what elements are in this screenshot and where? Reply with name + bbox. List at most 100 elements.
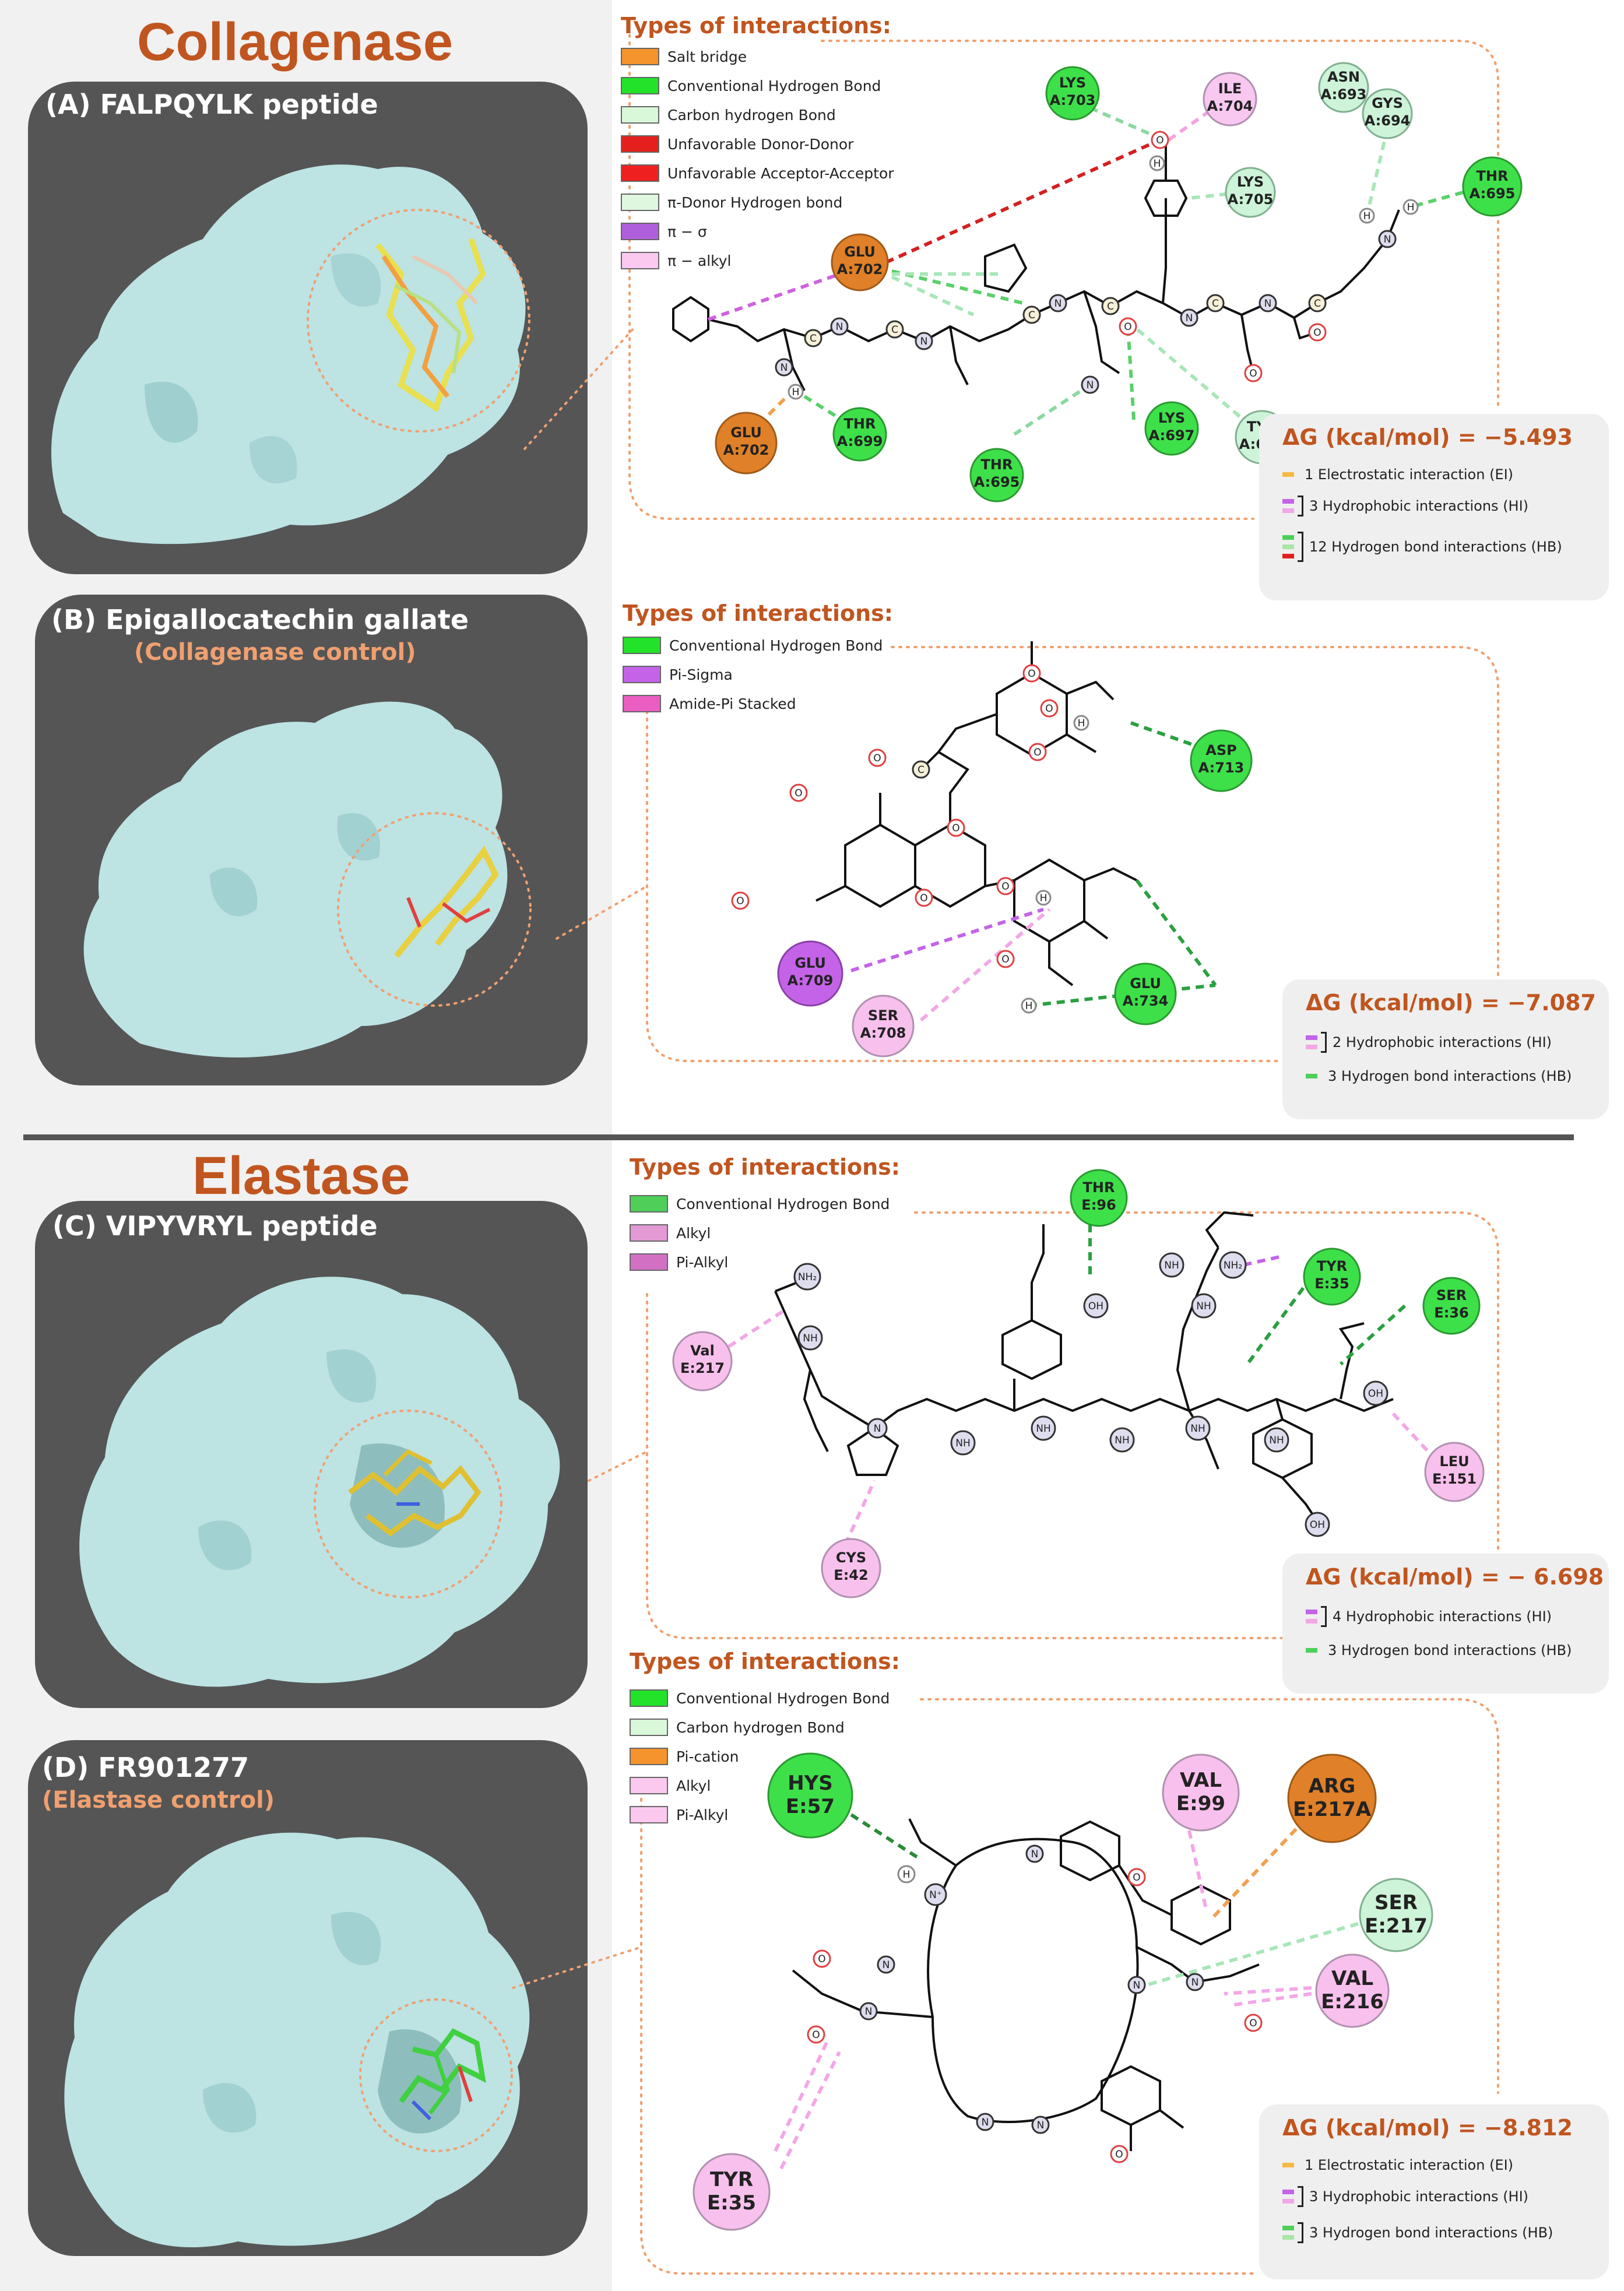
svg-text:O: O bbox=[1124, 321, 1131, 333]
atom-o: O bbox=[1022, 664, 1041, 683]
svg-text:SER: SER bbox=[1436, 1287, 1467, 1303]
legend-item: Unfavorable Donor-Donor bbox=[621, 129, 894, 159]
svg-text:O: O bbox=[1028, 668, 1035, 680]
svg-text:NH: NH bbox=[955, 1438, 971, 1449]
ligand-sticks-d bbox=[399, 2028, 486, 2121]
svg-text:O: O bbox=[812, 2029, 820, 2041]
svg-text:ILE: ILE bbox=[1218, 80, 1242, 97]
delta-g-bracket bbox=[1298, 2186, 1303, 2207]
delta-g-label: 1 Electrostatic interaction (EI) bbox=[1305, 2157, 1514, 2173]
legend-item: Conventional Hydrogen Bond bbox=[623, 631, 883, 660]
panel-d-subtitle: (Elastase control) bbox=[42, 1787, 275, 1814]
atom-o: O bbox=[731, 891, 750, 910]
svg-text:N: N bbox=[865, 2006, 873, 2018]
delta-g-row: 3 Hydrogen bond interactions (HB) bbox=[1306, 1068, 1572, 1084]
svg-text:E:57: E:57 bbox=[786, 1795, 835, 1818]
svg-text:O: O bbox=[1115, 2149, 1123, 2160]
atoms-b: O O H O C O O O O O O H O H bbox=[731, 664, 1089, 1014]
delta-g-tick bbox=[1306, 1074, 1317, 1078]
atom-o: O bbox=[1244, 2014, 1263, 2032]
svg-text:Val: Val bbox=[690, 1343, 715, 1359]
svg-text:N: N bbox=[920, 336, 928, 347]
legend-label: Conventional Hydrogen Bond bbox=[667, 77, 881, 94]
svg-text:A:699: A:699 bbox=[837, 433, 883, 449]
panel-c-title: (C) VIPYVRYL peptide bbox=[52, 1210, 378, 1242]
panel-b: (B) Epigallocatechin gallate (Collagenas… bbox=[35, 595, 588, 1085]
svg-text:E:99: E:99 bbox=[1176, 1792, 1225, 1815]
legend-swatch bbox=[630, 1195, 668, 1213]
svg-text:O: O bbox=[952, 823, 959, 834]
legend-item: π − σ bbox=[621, 217, 894, 246]
delta-g-title: ΔG (kcal/mol) = −8.812 bbox=[1282, 2115, 1573, 2141]
atom-nh2: NH₂ bbox=[1219, 1251, 1247, 1279]
svg-text:LEU: LEU bbox=[1439, 1453, 1469, 1470]
svg-text:H: H bbox=[1154, 158, 1161, 170]
svg-text:E:217A: E:217A bbox=[1293, 1798, 1372, 1821]
atom-o: O bbox=[1244, 364, 1263, 382]
atom-nh: NH bbox=[1109, 1427, 1135, 1453]
interaction-lines-d bbox=[774, 1805, 1359, 2170]
legend-swatch bbox=[623, 695, 661, 712]
legend-label: π-Donor Hydrogen bond bbox=[667, 194, 843, 211]
atom-nh: NH bbox=[950, 1430, 976, 1456]
atom-h: H bbox=[1021, 997, 1037, 1014]
section-title-elastase: Elastase bbox=[192, 1146, 410, 1206]
svg-text:O: O bbox=[1156, 135, 1163, 146]
svg-text:OH: OH bbox=[1310, 1519, 1325, 1531]
delta-g-title: ΔG (kcal/mol) = − 6.698 bbox=[1306, 1564, 1604, 1590]
legend-label: π − σ bbox=[667, 223, 707, 240]
ligand-sticks-a bbox=[375, 238, 486, 413]
legend-label: Pi-Alkyl bbox=[676, 1253, 729, 1271]
legend-item: Carbon hydrogen Bond bbox=[621, 100, 894, 129]
svg-text:O: O bbox=[873, 753, 881, 764]
delta-g-label: 12 Hydrogen bond interactions (HB) bbox=[1309, 539, 1562, 555]
panel-a: (A) FALPQYLK peptide bbox=[28, 82, 588, 574]
atom-h: H bbox=[788, 384, 804, 400]
delta-g-tick bbox=[1282, 2190, 1294, 2194]
svg-text:O: O bbox=[1249, 368, 1257, 380]
legend-label: Alkyl bbox=[676, 1224, 711, 1242]
legend-label: Pi-cation bbox=[676, 1748, 739, 1765]
svg-text:E:42: E:42 bbox=[834, 1567, 868, 1583]
svg-text:N: N bbox=[1054, 298, 1062, 310]
legend-item: Conventional Hydrogen Bond bbox=[630, 1189, 890, 1218]
svg-text:OH: OH bbox=[1368, 1388, 1383, 1400]
legend-label: Unfavorable Acceptor-Acceptor bbox=[667, 164, 894, 182]
legend-label: Amide-Pi Stacked bbox=[669, 695, 796, 712]
svg-text:A:734: A:734 bbox=[1123, 993, 1169, 1009]
delta-g-bracket bbox=[1298, 2222, 1303, 2243]
legend-item: Pi-Alkyl bbox=[630, 1248, 890, 1277]
types-title-a: Types of interactions: bbox=[621, 13, 891, 38]
atom-n: N bbox=[1049, 294, 1067, 312]
delta-g-label: 1 Electrostatic interaction (EI) bbox=[1305, 466, 1514, 483]
legend-swatch bbox=[621, 77, 659, 94]
delta-g-row: 12 Hydrogen bond interactions (HB) bbox=[1282, 532, 1562, 562]
legend-swatch bbox=[621, 135, 659, 153]
svg-text:LYS: LYS bbox=[1158, 410, 1185, 426]
svg-text:E:217: E:217 bbox=[680, 1360, 725, 1376]
atom-c: C bbox=[1101, 297, 1120, 315]
atom-o: O bbox=[996, 877, 1015, 895]
atom-n: N bbox=[1186, 1973, 1204, 1991]
legend-swatch bbox=[630, 1224, 668, 1242]
svg-text:A:702: A:702 bbox=[723, 442, 769, 458]
svg-text:H: H bbox=[792, 386, 800, 398]
legend-label: Salt bridge bbox=[667, 48, 747, 65]
svg-text:GLU: GLU bbox=[795, 955, 826, 971]
